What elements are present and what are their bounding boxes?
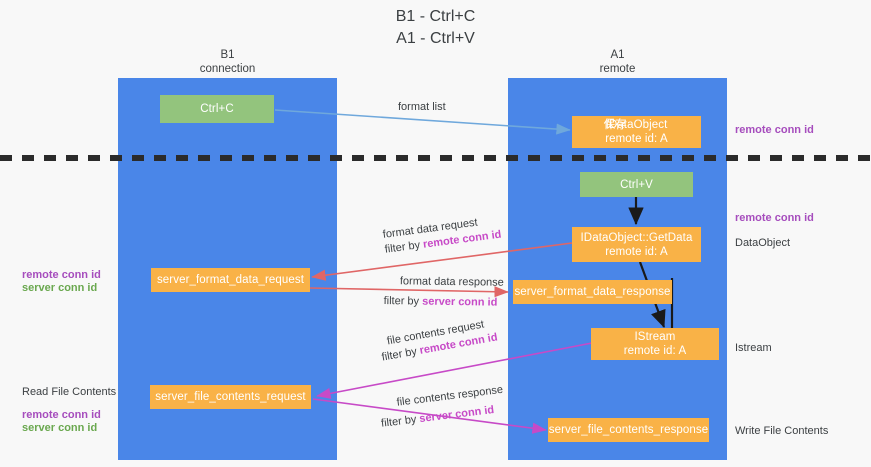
node-server-file-contents-request-label: server_file_contents_request — [155, 391, 306, 403]
node-server-file-contents-request[interactable]: server_file_contents_request — [150, 385, 311, 409]
label-left-read-file-contents: Read File Contents — [22, 386, 117, 398]
annotation-format-list: format list — [398, 100, 446, 115]
node-server-format-data-request-label: server_format_data_request — [156, 274, 305, 286]
label-left-remote-conn-id-mid: remote conn id — [22, 269, 101, 281]
annotation-format-data-response: format data response filter by server co… — [380, 274, 504, 311]
annotation-filter-by-2: filter by — [383, 295, 420, 308]
annotation-server-conn-id-2: server conn id — [418, 403, 495, 426]
annotation-file-contents-request: file contents request filter by remote c… — [378, 316, 499, 366]
node-server-file-contents-response[interactable]: server_file_contents_response — [548, 418, 709, 442]
column-header-b1: B1 connection — [118, 48, 337, 76]
annotation-format-data-response-line1: format data response — [399, 275, 504, 289]
node-server-format-data-response-label: server_format_data_response — [514, 286, 671, 298]
node-istream[interactable]: IStream remote id: A — [591, 328, 719, 360]
label-left-server-conn-id-bot: server conn id — [22, 422, 98, 434]
node-save-idataobject-line1: IDataObject — [605, 119, 668, 131]
title-line-1: B1 - Ctrl+C — [395, 8, 476, 25]
node-idataobject-getdata[interactable]: IDataObject::GetData remote id: A — [572, 227, 701, 262]
node-ctrl-v-label: Ctrl+V — [620, 178, 653, 191]
annotation-filter-by-1: filter by — [384, 239, 421, 256]
label-left-server-conn-id-mid: server conn id — [22, 282, 98, 294]
node-istream-line1: IStream — [634, 331, 676, 343]
annotation-filter-by-4: filter by — [380, 413, 418, 430]
node-server-file-contents-response-label: server_file_contents_response — [548, 424, 709, 436]
annotation-format-data-response-line2: filter by server conn id — [380, 294, 504, 311]
label-right-dataobject: DataObject — [735, 237, 791, 249]
column-a1-role: remote — [599, 63, 636, 75]
label-left-remote-conn-id-bot: remote conn id — [22, 409, 101, 421]
phase-divider-dashed-line — [0, 155, 871, 161]
node-save-idataobject[interactable]: 保存 IDataObject remote id: A — [572, 116, 701, 148]
title-line-2: A1 - Ctrl+V — [396, 30, 475, 47]
node-save-idataobject-ghost-text: 保存 — [603, 119, 627, 131]
node-server-format-data-request[interactable]: server_format_data_request — [151, 268, 310, 292]
node-getdata-line2: remote id: A — [605, 245, 668, 258]
column-header-a1: A1 remote — [508, 48, 727, 76]
annotation-format-data-request: format data request filter by remote con… — [382, 213, 502, 258]
node-ctrl-v[interactable]: Ctrl+V — [580, 172, 693, 197]
annotation-file-contents-response: file contents response filter by server … — [378, 383, 506, 432]
node-ctrl-c[interactable]: Ctrl+C — [160, 95, 274, 123]
diagram-title: B1 - Ctrl+C A1 - Ctrl+V — [0, 6, 871, 50]
label-right-remote-conn-id-mid: remote conn id — [735, 212, 814, 224]
column-b1-name: B1 — [220, 49, 235, 61]
node-save-idataobject-line1-wrap: 保存 IDataObject — [603, 118, 668, 132]
label-right-istream: Istream — [735, 342, 772, 354]
node-ctrl-c-label: Ctrl+C — [200, 103, 234, 115]
node-save-idataobject-line2: remote id: A — [605, 133, 668, 145]
node-getdata-line1: IDataObject::GetData — [580, 231, 693, 244]
node-server-format-data-response[interactable]: server_format_data_response — [513, 280, 672, 304]
column-b1-role: connection — [199, 63, 256, 75]
column-a1-name: A1 — [610, 49, 625, 61]
annotation-format-list-text: format list — [398, 101, 446, 113]
label-right-write-file-contents: Write File Contents — [735, 425, 829, 437]
label-right-remote-conn-id-top: remote conn id — [735, 124, 814, 136]
node-istream-line2: remote id: A — [623, 345, 687, 357]
annotation-server-conn-id-1: server conn id — [422, 295, 498, 309]
